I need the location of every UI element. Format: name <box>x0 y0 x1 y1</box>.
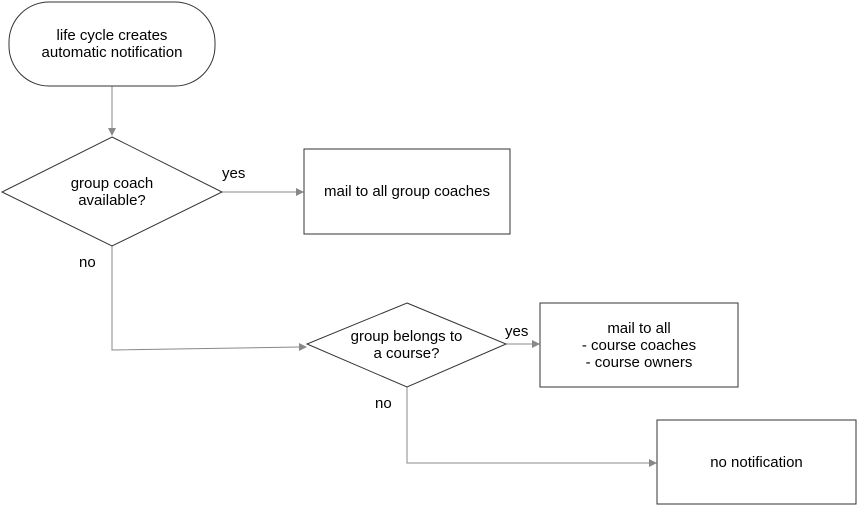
edge-coach-no <box>111 246 300 351</box>
mail-coaches-label: mail to all group coaches <box>304 149 510 234</box>
course-yes-label: yes <box>505 323 529 340</box>
arrowhead-coach-no <box>299 343 307 351</box>
edge-course-no <box>406 387 649 464</box>
mail-course-shape <box>539 302 739 388</box>
arrowhead-course-yes <box>532 340 540 348</box>
coach-decision-line-2: available? <box>78 191 146 209</box>
arrowhead-course-no <box>649 459 657 467</box>
course-no-label: no <box>375 395 392 412</box>
mail-coaches-line-1: mail to all group coaches <box>324 183 490 200</box>
coach-decision-line-1: group coach <box>70 174 154 192</box>
course-decision-line-1: group belongs to <box>350 328 463 345</box>
course-decision-label: group belongs to a course? <box>307 303 506 387</box>
no-notification-line-1: no notification <box>710 453 803 471</box>
mail-coaches-shape <box>303 148 511 235</box>
start-node-shape <box>8 1 216 87</box>
arrowhead-coach-yes <box>296 188 304 196</box>
mail-course-line-1: mail to all <box>607 319 671 337</box>
mail-course-line-2: - course coaches <box>581 336 697 354</box>
start-node-label: life cycle creates automatic notificatio… <box>9 2 215 86</box>
coach-yes-label: yes <box>222 165 246 182</box>
course-decision-shape <box>305 302 508 388</box>
mail-course-line-3: - course owners <box>585 353 693 371</box>
start-node-line-2: automatic notification <box>41 44 183 61</box>
no-notification-label: no notification <box>657 420 856 504</box>
arrowhead-start-to-coach-decision <box>108 128 116 136</box>
start-node-line-1: life cycle creates <box>56 27 168 44</box>
mail-course-label: mail to all - course coaches - course ow… <box>540 303 738 387</box>
course-decision-line-2: a course? <box>373 345 440 362</box>
coach-decision-label: group coach available? <box>2 137 222 246</box>
no-notification-shape <box>656 419 857 505</box>
coach-no-label: no <box>79 254 96 271</box>
coach-decision-shape <box>0 136 224 247</box>
